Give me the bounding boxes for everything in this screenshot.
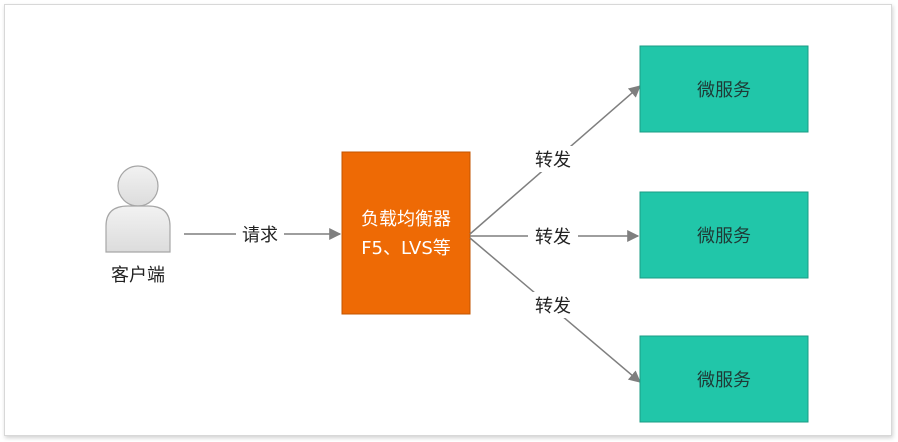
load-balancer-box — [341, 151, 471, 315]
request-label: 请求 — [242, 225, 278, 246]
microservice-box-bottom — [639, 335, 809, 423]
forward-label-bg-top — [528, 146, 578, 172]
microservice-box-middle — [639, 191, 809, 279]
microservice-label-bottom: 微服务 — [697, 370, 751, 391]
client-label: 客户端 — [111, 265, 165, 286]
load-balancer-line1: 负载均衡器 — [361, 209, 451, 230]
forward-label-middle: 转发 — [535, 227, 571, 248]
forward-label-bg-bottom — [528, 292, 578, 318]
forward-label-bg-middle — [528, 223, 578, 249]
microservice-label-middle: 微服务 — [697, 226, 751, 247]
microservice-box-top — [639, 45, 809, 133]
request-label-bg — [236, 222, 284, 246]
microservice-label-top: 微服务 — [697, 80, 751, 101]
load-balancer-line2: F5、LVS等 — [361, 238, 451, 259]
forward-label-bottom: 转发 — [535, 296, 571, 317]
client-person-icon — [105, 165, 171, 253]
forward-label-top: 转发 — [535, 150, 571, 171]
